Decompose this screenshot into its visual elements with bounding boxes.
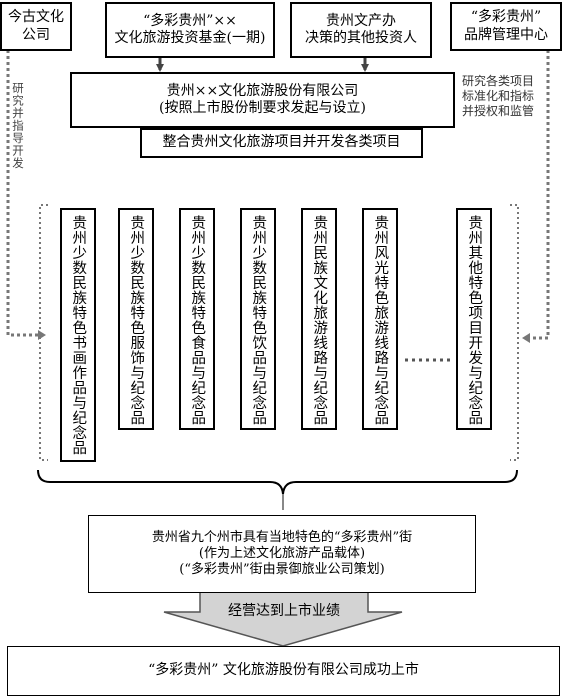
company-line-2: (按照上市股份制要求发起与设立) xyxy=(159,100,366,116)
box-other-investors: 贵州文产办 决策的其他投资人 xyxy=(290,2,432,58)
project-text-7: 贵州其他特色项目开发与纪念品 xyxy=(466,215,483,425)
box-jingu-culture: 今古文化 公司 xyxy=(0,2,72,51)
box-brand-center: “多彩贵州” 品牌管理中心 xyxy=(450,2,562,51)
decision-line-2: 决策的其他投资人 xyxy=(305,30,417,46)
left-dotted-path xyxy=(6,50,40,337)
right-label-line-3: 并授权和监管 xyxy=(462,104,535,118)
project-text-2: 贵州少数民族特色服饰与纪念品 xyxy=(128,215,145,425)
project-text-5: 贵州民族文化旅游线路与纪念品 xyxy=(311,215,328,425)
box-ipo-success: “多彩贵州” 文化旅游股份有限公司成功上市 xyxy=(7,646,560,696)
project-box-ethnic-route: 贵州民族文化旅游线路与纪念品 xyxy=(301,208,337,430)
big-arrow xyxy=(163,591,403,647)
fund-line-1: “多彩贵州”×× xyxy=(143,12,237,29)
project-box-drinks: 贵州少数民族特色饮品与纪念品 xyxy=(240,208,276,430)
right-label-line-2: 标准化和指标 xyxy=(462,89,535,103)
company-line-1: 贵州××文化旅游股份有限公司 xyxy=(166,82,359,99)
fund-line-2: 文化旅游投资基金(一期) xyxy=(114,30,266,46)
street-line-3: (“多彩贵州”街由景御旅业公司策划) xyxy=(179,562,385,578)
decision-line-1: 贵州文产办 xyxy=(326,12,396,29)
box-company: 贵州××文化旅游股份有限公司 (按照上市股份制要求发起与设立) xyxy=(70,72,455,128)
box-investment-fund: “多彩贵州”×× 文化旅游投资基金(一期) xyxy=(105,2,275,58)
project-text-1: 贵州少数民族特色书画作品与纪念品 xyxy=(70,215,87,455)
jingu-line-2: 公司 xyxy=(22,26,50,43)
right-dotted-path xyxy=(528,50,550,340)
street-line-1: 贵州省九个州市具有当地特色的“多彩贵州”街 xyxy=(151,529,413,545)
brand-line-1: “多彩贵州” xyxy=(470,9,542,25)
box-integrate-projects: 整合贵州文化旅游项目并开发各类项目 xyxy=(140,128,423,158)
project-box-other: 贵州其他特色项目开发与纪念品 xyxy=(456,208,492,430)
final-text: “多彩贵州” 文化旅游股份有限公司成功上市 xyxy=(148,662,419,679)
project-text-4: 贵州少数民族特色饮品与纪念品 xyxy=(250,215,267,425)
arrow-label: 经营达到上市业绩 xyxy=(228,603,340,619)
brace xyxy=(37,469,518,495)
right-side-label: 研究各类项目 标准化和指标 并授权和监管 xyxy=(462,74,534,119)
project-text-6: 贵州风光特色旅游线路与纪念品 xyxy=(372,215,389,425)
street-line-2: (作为上述文化旅游产品载体) xyxy=(198,545,366,561)
box-street: 贵州省九个州市具有当地特色的“多彩贵州”街 (作为上述文化旅游产品载体) (“多… xyxy=(88,515,476,593)
integrate-text: 整合贵州文化旅游项目并开发各类项目 xyxy=(162,134,401,151)
project-box-scenery-route: 贵州风光特色旅游线路与纪念品 xyxy=(362,208,398,430)
jingu-line-1: 今古文化 xyxy=(8,9,64,25)
project-box-clothing: 贵州少数民族特色服饰与纪念品 xyxy=(118,208,154,430)
right-label-line-1: 研究各类项目 xyxy=(462,74,535,88)
left-side-label: 研究并指导开发 xyxy=(11,82,25,170)
project-text-3: 贵州少数民族特色食品与纪念品 xyxy=(189,215,206,425)
project-box-food: 贵州少数民族特色食品与纪念品 xyxy=(179,208,215,430)
brand-line-2: 品牌管理中心 xyxy=(464,26,548,43)
project-box-calligraphy: 贵州少数民族特色书画作品与纪念品 xyxy=(60,208,96,462)
